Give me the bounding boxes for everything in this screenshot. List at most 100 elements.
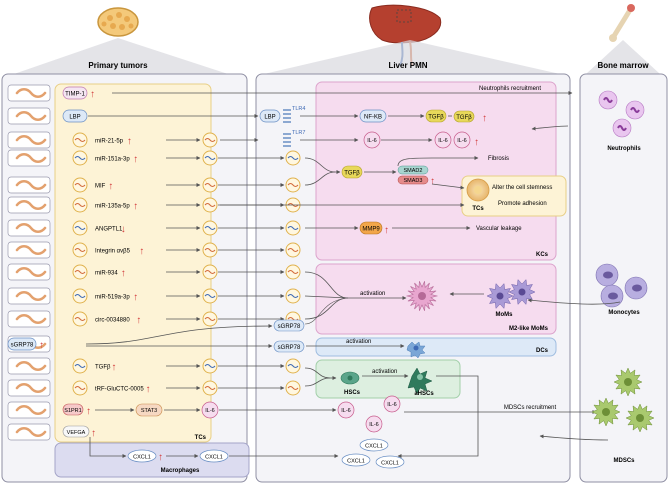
tgfb-1-text: TGFβ	[428, 115, 444, 121]
organ-icon-15	[7, 423, 51, 441]
factor-arrow-10: ↑	[136, 315, 141, 326]
exosome-icon-8	[72, 264, 88, 280]
organ-icon-12	[7, 357, 51, 375]
tcs-box	[54, 83, 212, 443]
factor-label-5: miR-135a-5p	[95, 204, 130, 210]
exosome-liver-icon-12	[285, 358, 301, 374]
mdsc-icon-2	[625, 403, 655, 433]
hscs-box	[315, 359, 461, 399]
factor-arrow-7: ↑	[139, 246, 144, 257]
sgrp78-b-text: sGRP78	[278, 345, 301, 351]
monocyte-icon-1	[624, 276, 648, 300]
s1pr1-pill-text: S1PR1	[64, 408, 81, 414]
exosome-mid-icon-4	[202, 177, 218, 193]
exosome-icon-9	[72, 288, 88, 304]
factor-label-2: miR-21-5p	[95, 139, 124, 145]
mdsc-icon-0	[613, 367, 643, 397]
factor-pill-11: sGRP78↑	[7, 337, 44, 351]
mdscs-recruitment-text: MDSCs recruitment	[504, 405, 557, 411]
organ-icon-1	[7, 107, 51, 125]
exosome-icon-7	[72, 242, 88, 258]
organ-icon-14	[7, 401, 51, 419]
organ-icon-2	[7, 131, 51, 149]
factor-arrow-6: ↓	[121, 224, 126, 235]
header-liver-pmn: Liver PMN	[388, 61, 427, 70]
exosome-mid-icon-2	[202, 132, 218, 148]
exosome-mid-icon-8	[202, 264, 218, 280]
organ-icon-4	[7, 176, 51, 194]
tlr4-receptor-icon	[283, 109, 291, 123]
il6-e-text: IL-6	[341, 408, 350, 414]
il6-bubble-a	[363, 131, 381, 149]
exosome-mid-icon-3	[202, 150, 218, 166]
neutrophils-recruitment-text: Neutrophils recruitment	[479, 86, 541, 92]
exosome-icon-4	[72, 177, 88, 193]
mmp9-up-arrow: ↑	[384, 225, 389, 236]
m2-moms-box	[315, 263, 557, 335]
exosome-mid-icon-9	[202, 288, 218, 304]
organ-icon-8	[7, 263, 51, 281]
cxcl1-d-text: CXCL1	[347, 459, 365, 465]
cxcl1-up-arrow: ↑	[158, 452, 163, 463]
mom-icon-0	[486, 283, 514, 309]
header-primary-tumors: Primary tumors	[88, 61, 148, 70]
exosome-icon-2	[72, 132, 88, 148]
fibrosis-text: Fibrosis	[488, 156, 509, 162]
factor-label-9: miR-519a-3p	[95, 295, 130, 301]
factor-label-0: TIMP-1	[65, 92, 85, 98]
dcs-box	[315, 337, 557, 357]
exosome-liver-icon-6	[285, 220, 301, 236]
organ-icon-0	[7, 84, 51, 102]
mmp9-text: MMP9	[362, 227, 380, 233]
exosome-liver-icon-3	[285, 150, 301, 166]
m2-macrophage-icon	[405, 281, 439, 311]
bone-icon	[609, 4, 635, 42]
mom-icon-1	[508, 279, 536, 305]
activation-2-text: activation	[346, 339, 371, 345]
il6-a-text: IL-6	[367, 138, 376, 144]
factor-arrow-11: ↑	[39, 340, 44, 351]
activation-1-text: activation	[360, 291, 385, 297]
smad-complex-icon	[397, 165, 429, 185]
il6-g-text: IL-6	[387, 402, 396, 408]
vefga-up-arrow: ↑	[91, 428, 96, 439]
organ-icon-6	[7, 219, 51, 237]
factor-label-8: miR-934	[95, 271, 118, 277]
monocyte-icon-0	[595, 263, 619, 287]
factor-arrow-3: ↑	[133, 154, 138, 165]
tumor-cell-icon	[466, 178, 490, 202]
organ-icon-5	[7, 196, 51, 214]
smad-up-arrow: ↑	[430, 176, 435, 187]
exosome-liver-icon-8	[285, 264, 301, 280]
organ-icon-9	[7, 287, 51, 305]
stat3-text: STAT3	[141, 408, 157, 414]
factor-arrow-2: ↑	[127, 136, 132, 147]
tcs-label: TCs	[195, 435, 207, 441]
exosome-mid-icon-13	[202, 380, 218, 396]
exosome-icon-13	[72, 380, 88, 396]
tlr7-receptor-icon	[283, 133, 291, 147]
factor-pill-0: TIMP-1↑	[62, 86, 95, 100]
factor-label-7: Integrin αvβ5	[95, 249, 131, 255]
factor-pill-1: LBP	[62, 109, 88, 123]
factor-arrow-13: ↑	[146, 384, 151, 395]
exosome-icon-12	[72, 358, 88, 374]
neutrophil-icon-2	[612, 118, 632, 138]
factor-arrow-8: ↑	[121, 268, 126, 279]
neutrophils-label: Neutrophils	[607, 146, 641, 152]
tgfb-up-arrow: ↑	[482, 113, 487, 124]
tgfb-2-text: TGFβ	[456, 115, 472, 121]
factor-label-4: MIF	[95, 184, 106, 190]
organ-icon-10	[7, 310, 51, 328]
factor-arrow-9: ↑	[133, 292, 138, 303]
ahscs-label: aHSCs	[414, 391, 434, 397]
hsc-cell-icon	[340, 371, 360, 385]
il6-up-arrow: ↑	[474, 137, 479, 148]
organ-icon-3	[7, 149, 51, 167]
factor-label-10: circ-0034880	[95, 318, 130, 324]
adhesion-text: Promote adhesion	[498, 201, 547, 207]
factor-arrow-12: ↑	[111, 362, 116, 373]
s1pr1-up-arrow: ↑	[86, 406, 91, 417]
il6-d-text: IL-6	[205, 408, 214, 414]
